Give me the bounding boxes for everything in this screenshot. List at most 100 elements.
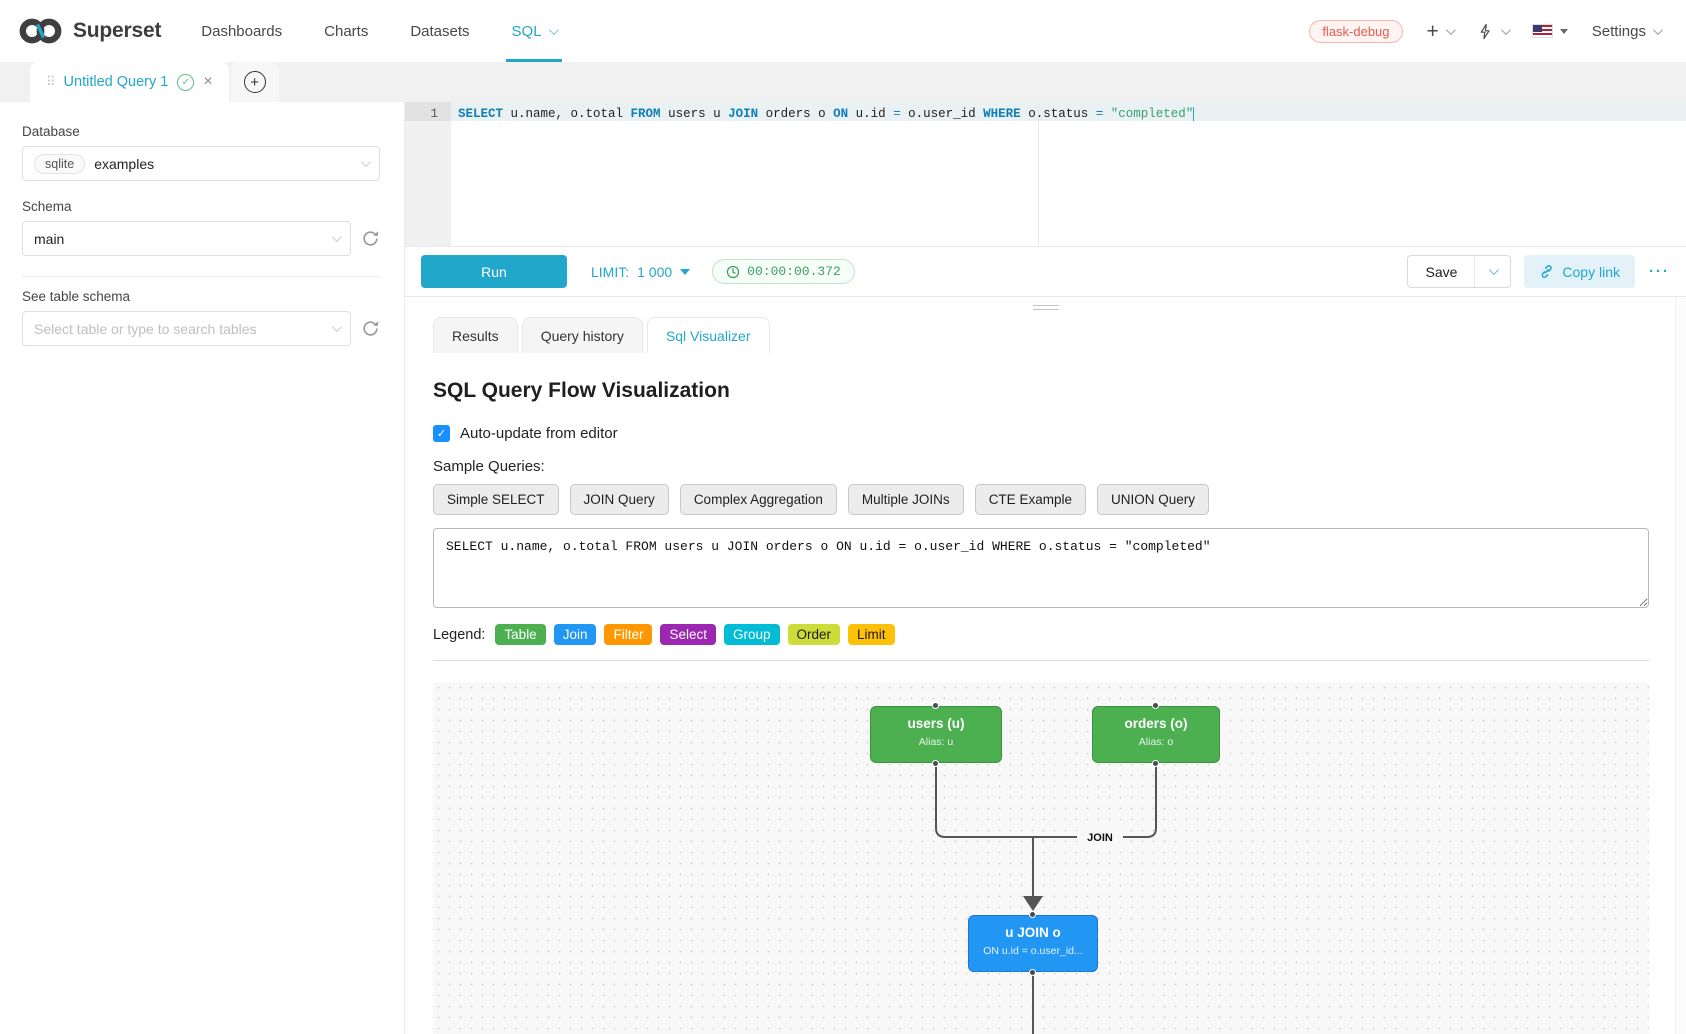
refresh-schema-icon[interactable] [361, 229, 380, 248]
sqllab-sidebar: Database sqlite examples Schema main See… [0, 102, 405, 1034]
auto-update-label: Auto-update from editor [460, 425, 618, 442]
sidebar-divider [22, 276, 380, 277]
sql-token: u.id [848, 107, 894, 121]
sql-token: "completed" [1110, 107, 1194, 121]
save-button[interactable]: Save [1425, 263, 1458, 280]
schema-select[interactable]: main [22, 221, 351, 256]
legend-badge-order: Order [787, 624, 841, 645]
node-handle[interactable] [1028, 911, 1036, 918]
sql-token: o.user_id [900, 107, 984, 121]
sample-query-complex-aggregation[interactable]: Complex Aggregation [679, 484, 837, 515]
sample-queries-label: Sample Queries: [433, 458, 545, 475]
flow-node-users[interactable]: users (u) Alias: u [870, 702, 1002, 767]
lightning-icon [1480, 23, 1490, 39]
save-options-button[interactable] [1474, 256, 1510, 287]
flow-node-orders[interactable]: orders (o) Alias: o [1092, 702, 1220, 767]
sql-token: u.name, o.total [503, 107, 631, 121]
flow-diagram-canvas[interactable]: JOIN users (u) Alias: u orders (o) Alias… [433, 682, 1649, 1034]
node-title: orders (o) [1124, 716, 1188, 731]
table-select[interactable]: Select table or type to search tables [22, 311, 351, 346]
superset-logo[interactable]: Superset [18, 16, 161, 46]
tab-sql-visualizer[interactable]: Sql Visualizer [646, 317, 770, 353]
sql-token: WHERE [983, 107, 1021, 121]
query-search-button[interactable] [1477, 22, 1511, 41]
chevron-down-icon [548, 24, 559, 35]
refresh-tables-icon[interactable] [361, 319, 380, 338]
more-options-icon[interactable]: ··· [1649, 263, 1670, 280]
nav-items: Dashboards Charts Datasets SQL [195, 0, 591, 62]
database-value: examples [94, 155, 155, 172]
editor-gutter: 1 [405, 102, 451, 246]
query-text-input[interactable]: SELECT u.name, o.total FROM users u JOIN… [433, 528, 1649, 608]
sample-query-multiple-joins[interactable]: Multiple JOINs [847, 484, 964, 515]
env-badge: flask-debug [1309, 19, 1403, 43]
sql-editor[interactable]: 1 SELECT u.name, o.total FROM users u JO… [405, 102, 1686, 247]
caret-down-icon [680, 268, 691, 275]
legend-badge-limit: Limit [848, 624, 895, 645]
drag-handle-icon[interactable]: ⠿ [46, 74, 55, 89]
flow-edges: JOIN [935, 767, 1157, 1034]
new-item-button[interactable]: + [1426, 19, 1456, 43]
query-tabbar: ⠿ Untitled Query 1 ✓ × + [0, 62, 1686, 102]
pane-resize-handle[interactable] [1032, 302, 1059, 313]
timer-value: 00:00:00.372 [747, 264, 841, 279]
legend-divider [433, 660, 1649, 661]
chevron-down-icon [331, 232, 342, 243]
chevron-down-icon [331, 322, 342, 333]
sample-query-cte-example[interactable]: CTE Example [974, 484, 1086, 515]
flow-node-join[interactable]: u JOIN o ON u.id = o.user_id... [968, 911, 1098, 976]
superset-infinity-icon [19, 18, 62, 44]
run-button[interactable]: Run [421, 255, 567, 288]
sample-query-union-query[interactable]: UNION Query [1096, 484, 1209, 515]
arrowhead-icon [1023, 896, 1043, 911]
caret-down-icon [1559, 28, 1568, 34]
copy-link-label: Copy link [1562, 263, 1620, 280]
circle-plus-icon: + [243, 71, 266, 93]
save-button-group: Save [1407, 255, 1512, 288]
scrollbar[interactable] [1675, 297, 1686, 1034]
query-tab-untitled-query-1[interactable]: ⠿ Untitled Query 1 ✓ × [30, 62, 229, 102]
node-handle[interactable] [1151, 702, 1159, 709]
node-handle[interactable] [1151, 760, 1159, 767]
nav-item-sql[interactable]: SQL [505, 0, 562, 62]
auto-update-checkbox[interactable]: ✓ [433, 425, 450, 442]
print-margin-line [1038, 102, 1039, 246]
tab-results[interactable]: Results [433, 317, 518, 353]
editor-pane: 1 SELECT u.name, o.total FROM users u JO… [405, 102, 1686, 1034]
sql-token: SELECT [458, 107, 504, 121]
nav-item-datasets[interactable]: Datasets [410, 22, 470, 40]
node-handle[interactable] [931, 702, 939, 709]
sql-token: o.status [1020, 107, 1096, 121]
node-subtitle: Alias: o [1138, 736, 1174, 748]
sample-query-simple-select[interactable]: Simple SELECT [433, 484, 559, 515]
new-query-tab-button[interactable]: + [230, 62, 279, 102]
chevron-down-icon [1652, 24, 1663, 35]
node-subtitle: Alias: u [918, 736, 954, 748]
close-tab-icon[interactable]: × [203, 73, 213, 90]
settings-menu[interactable]: Settings [1592, 23, 1663, 40]
sql-token: FROM [630, 107, 661, 121]
clock-icon [726, 265, 740, 278]
sql-token: = [893, 107, 901, 121]
plus-icon: + [1426, 19, 1439, 43]
node-handle[interactable] [1028, 969, 1036, 976]
nav-item-charts[interactable]: Charts [324, 22, 369, 40]
database-select[interactable]: sqlite examples [22, 146, 380, 181]
us-flag-icon [1531, 24, 1553, 38]
legend-badge-group: Group [724, 624, 780, 645]
active-line-highlight [451, 102, 1686, 121]
sql-token: orders o [758, 107, 834, 121]
language-picker[interactable] [1531, 24, 1568, 38]
tab-query-history[interactable]: Query history [521, 317, 643, 353]
sql-token: users u [660, 107, 729, 121]
copy-link-button[interactable]: Copy link [1524, 255, 1635, 288]
text-cursor [1193, 107, 1195, 121]
sample-query-join-query[interactable]: JOIN Query [569, 484, 669, 515]
node-handle[interactable] [931, 760, 939, 767]
limit-dropdown[interactable]: LIMIT: 1 000 [591, 264, 691, 280]
node-title: users (u) [907, 716, 965, 731]
query-tab-title: Untitled Query 1 [63, 74, 169, 90]
nav-item-dashboards[interactable]: Dashboards [201, 22, 283, 40]
